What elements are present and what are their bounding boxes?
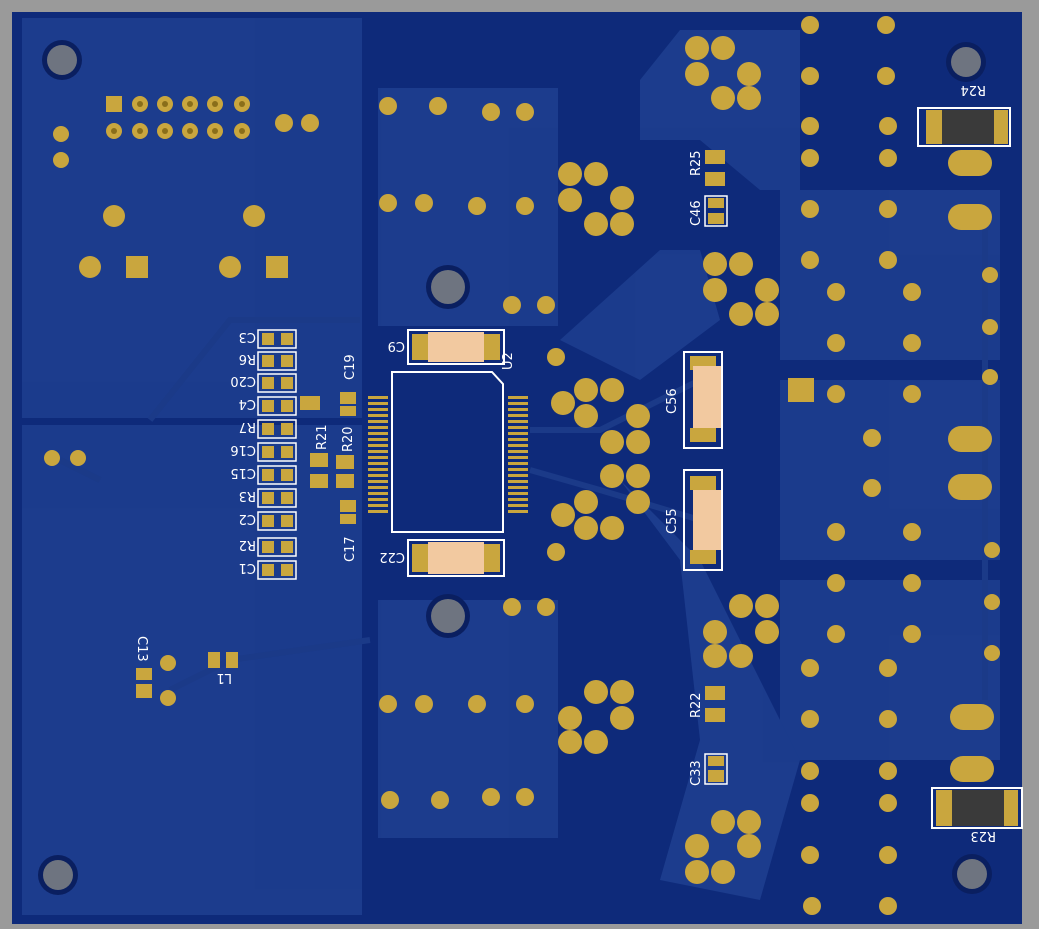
label-r23: R23: [970, 828, 996, 843]
label-c15: C15: [230, 465, 256, 480]
label-c19: C19: [343, 354, 358, 380]
label-c46: C46: [689, 200, 704, 226]
label-c3: C3: [239, 329, 256, 344]
label-c2: C2: [239, 511, 256, 526]
cap-c9: [407, 329, 505, 365]
label-r21: R21: [315, 424, 330, 450]
label-r2: R2: [239, 537, 256, 552]
label-c16: C16: [230, 442, 256, 457]
label-c13: C13: [134, 636, 149, 662]
label-c56: C56: [665, 388, 680, 414]
label-r6: R6: [239, 351, 256, 366]
label-r7: R7: [239, 419, 256, 434]
label-c17: C17: [343, 536, 358, 562]
u2-ic: [368, 371, 528, 533]
label-c22: C22: [379, 549, 405, 564]
label-c1: C1: [239, 560, 256, 575]
label-c9: C9: [388, 338, 405, 353]
label-r22: R22: [689, 692, 704, 718]
smd-pads-left: [136, 329, 356, 698]
label-c55: C55: [665, 508, 680, 534]
label-r20: R20: [341, 426, 356, 452]
mounting-holes: [38, 40, 992, 895]
label-u2: U2: [501, 352, 516, 370]
cap-c22: [407, 539, 505, 577]
label-c33: C33: [689, 760, 704, 786]
label-c4: C4: [239, 396, 256, 411]
label-r3: R3: [239, 488, 256, 503]
smd-pads-right: [683, 107, 1023, 829]
label-r25: R25: [689, 150, 704, 176]
through-hole-pads: [44, 16, 1000, 915]
silkscreen-labels: U2 C9 C22 C19 C17 R20 R21 C3 R6 C20 C4 R…: [134, 82, 996, 843]
label-c20: C20: [230, 373, 256, 388]
label-l1: L1: [216, 670, 232, 685]
label-r24: R24: [960, 82, 986, 97]
